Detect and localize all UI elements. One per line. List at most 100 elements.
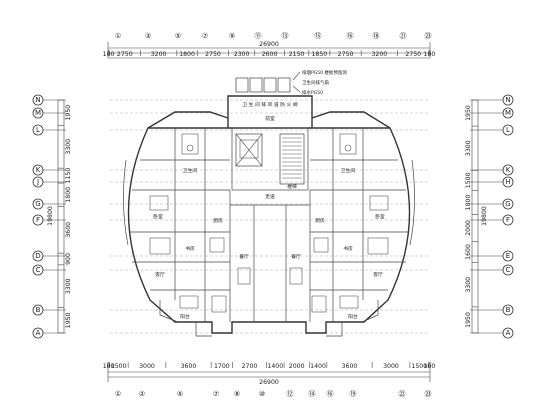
bottom-dimension-value: 3000 — [383, 363, 399, 370]
top-axis-bubble: ⑬ — [282, 32, 289, 40]
annotation-notes: 排烟PG50 楼板预留洞 排水PG50 卫生间排气扇 卫 生 间 排 风 道 防… — [242, 69, 347, 108]
left-dimension-value: 3300 — [65, 278, 72, 294]
bottom-dimension-value: 2000 — [289, 363, 305, 370]
vent-shaft-2 — [249, 77, 263, 93]
top-axis-bubble: ⑱ — [373, 32, 380, 40]
left-axis-bubble: M — [32, 107, 66, 119]
right-axis-bubble: F — [470, 214, 514, 226]
top-axis-bubble: ⑮ — [315, 32, 322, 40]
left-axis-bubble: G — [32, 198, 66, 210]
vent-shaft-4 — [277, 77, 291, 93]
top-dimension-value: 2750 — [405, 51, 421, 58]
svg-text:⑤: ⑤ — [177, 390, 183, 398]
axis-grid-lines — [110, 99, 428, 334]
svg-text:N: N — [505, 96, 510, 104]
right-axis-bubble: C — [470, 264, 514, 276]
svg-text:㉒: ㉒ — [399, 390, 406, 398]
svg-text:M: M — [505, 109, 511, 117]
center-right-fixture — [289, 267, 303, 285]
svg-text:③: ③ — [145, 32, 151, 40]
room-labels: 卫生间 卫生间 卧室 卧室 客厅 客厅 厨房 厨房 餐厅 餐厅 走道 书房 书房… — [153, 115, 385, 320]
room-label-dining-right: 餐厅 — [291, 253, 301, 260]
bottom-dimension-value: 1500 — [111, 363, 127, 370]
top-dimension-value: 2750 — [338, 51, 354, 58]
right-dimension-value: 1950 — [465, 105, 472, 121]
room-label-living-left: 客厅 — [155, 271, 165, 278]
svg-text:⑨: ⑨ — [229, 32, 235, 40]
bottom-dimension-value: 100 — [423, 363, 435, 370]
svg-text:⑪: ⑪ — [255, 32, 262, 40]
right-axis-bubble: N — [470, 94, 514, 106]
bottom-dimension-value: 3600 — [181, 363, 197, 370]
svg-text:L: L — [36, 126, 40, 134]
stair-label: 楼梯 — [287, 183, 297, 190]
left-dimension-value: 1950 — [65, 312, 72, 328]
top-dimension-value: 100 — [424, 51, 436, 58]
top-axis-bubble: ⑦ — [202, 32, 208, 40]
left-axis-bubble: L — [32, 124, 66, 136]
bottom-axis-bubble: ⑲ — [350, 390, 357, 398]
svg-text:⑤: ⑤ — [175, 32, 181, 40]
center-left-fixture — [237, 267, 251, 285]
svg-text:C: C — [506, 266, 511, 274]
svg-text:B: B — [506, 306, 511, 314]
right-axis-bubble: E — [470, 250, 514, 262]
left-axis-bubble: C — [32, 264, 66, 276]
left-sofa — [179, 295, 199, 309]
right-dimension-value: 1800 — [465, 195, 472, 211]
right-bed-2 — [367, 237, 389, 255]
right-axis-bubble: H — [470, 176, 514, 188]
svg-text:B: B — [36, 306, 41, 314]
top-axis-bubble: ⑨ — [229, 32, 235, 40]
top-dimension-value: 2150 — [289, 51, 305, 58]
left-bath-fixture — [209, 237, 225, 253]
right-bath-fixture — [313, 237, 329, 253]
svg-text:M: M — [35, 109, 41, 117]
right-dimension-value: 3300 — [465, 140, 472, 156]
svg-text:①: ① — [115, 32, 121, 40]
right-dimension-value: 3300 — [465, 277, 472, 293]
svg-text:N: N — [35, 96, 40, 104]
room-label-balcony-right: 阳台 — [348, 313, 358, 320]
bottom-dimension-value: 1400 — [267, 363, 283, 370]
bottom-axis-bubble: ㉒ — [399, 390, 406, 398]
left-dimension-value: 3600 — [65, 222, 72, 238]
top-dimension-value: 2750 — [117, 51, 133, 58]
svg-text:⑫: ⑫ — [287, 390, 294, 398]
left-axis-bubble: F — [32, 214, 66, 226]
top-dimension-value: 100 — [103, 51, 115, 58]
top-axis-bubble: ⑤ — [175, 32, 181, 40]
left-axis-bubble: B — [32, 304, 66, 316]
svg-text:K: K — [506, 166, 511, 174]
left-dimension-value: 1950 — [65, 105, 72, 121]
left-dimension-value: 1150 — [65, 168, 72, 184]
svg-text:L: L — [506, 126, 510, 134]
bottom-axis-bubble: ② — [139, 390, 145, 398]
svg-text:A: A — [36, 329, 41, 337]
vent-shaft-1 — [235, 77, 249, 93]
svg-text:G: G — [35, 200, 40, 208]
right-axis-bubble: G — [470, 198, 514, 210]
building-outline — [123, 77, 415, 337]
bottom-axis-bubble: ㉓ — [425, 390, 432, 398]
bottom-dimension-value: 3600 — [342, 363, 358, 370]
bottom-dimension-value: 1700 — [214, 363, 230, 370]
room-label-hall: 走道 — [265, 193, 275, 200]
svg-text:C: C — [36, 266, 41, 274]
svg-text:⑯: ⑯ — [347, 32, 354, 40]
vent-shaft-3 — [263, 77, 277, 93]
svg-text:⑦: ⑦ — [213, 390, 219, 398]
left-bed — [149, 195, 169, 211]
room-label-wc-right: 卫生间 — [341, 167, 356, 174]
svg-text:㉓: ㉓ — [425, 390, 432, 398]
elevator-shaft — [235, 133, 263, 167]
right-dimension-value: 1600 — [465, 244, 472, 260]
top-axis-bubble: ㉑ — [400, 32, 407, 40]
right-axis-bubble: B — [470, 304, 514, 316]
svg-text:A: A — [506, 329, 511, 337]
left-axis-bubble: N — [32, 94, 66, 106]
